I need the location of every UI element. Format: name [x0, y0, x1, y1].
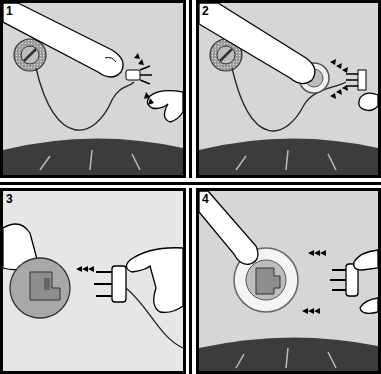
divider [0, 182, 381, 185]
panel-two-part [198, 2, 380, 177]
panel-one-part [140, 66, 152, 84]
panel-two-part [199, 3, 315, 84]
panel-one-part [40, 150, 140, 170]
panel-two-part [330, 59, 348, 99]
panel-two-part [359, 93, 378, 110]
panel-three-part [94, 272, 112, 296]
panel-one-part [2, 2, 185, 177]
panel-one-part [134, 53, 154, 105]
panel-three-part [112, 266, 126, 302]
panel-three [2, 190, 185, 373]
panel-three-part [76, 266, 94, 272]
panel-one-part [3, 138, 183, 175]
panel-two-part [199, 138, 378, 175]
panel-four-part [302, 250, 326, 314]
divider [189, 0, 192, 178]
panel-number: 2 [202, 5, 209, 18]
panel-four-part [256, 268, 280, 294]
panel-number: 3 [6, 193, 13, 206]
panel-number: 4 [202, 193, 209, 206]
panel-four-part [199, 337, 378, 371]
panel-four-part [199, 191, 258, 264]
panel-four-part [330, 270, 346, 290]
panel-one-part [24, 49, 36, 61]
panel-two-part [220, 49, 232, 61]
panel-two [198, 2, 380, 177]
panel-one-part [3, 3, 123, 77]
panel-four-part [354, 250, 378, 313]
panel-three-part [10, 258, 70, 318]
panel-two-part [236, 150, 336, 170]
panel-number: 1 [6, 5, 13, 18]
panel-four-part [198, 190, 380, 373]
panel-one-part [36, 68, 134, 130]
panel-one-part [14, 39, 46, 71]
panel-two-part [358, 70, 366, 90]
panel-one-part [147, 91, 183, 122]
panel-two-part [217, 46, 235, 64]
panel-four-part [236, 348, 336, 368]
divider [189, 188, 192, 374]
panel-four-part [246, 260, 286, 300]
panel-one-part [105, 58, 116, 63]
panel-one-part [126, 70, 140, 80]
panel-three-part [30, 272, 60, 300]
panel-three-part [2, 190, 185, 373]
panel-one [2, 2, 185, 177]
panel-three-part [44, 278, 50, 290]
panel-three-part [126, 248, 183, 313]
panel-four [198, 190, 380, 373]
panel-one-part [21, 46, 39, 64]
